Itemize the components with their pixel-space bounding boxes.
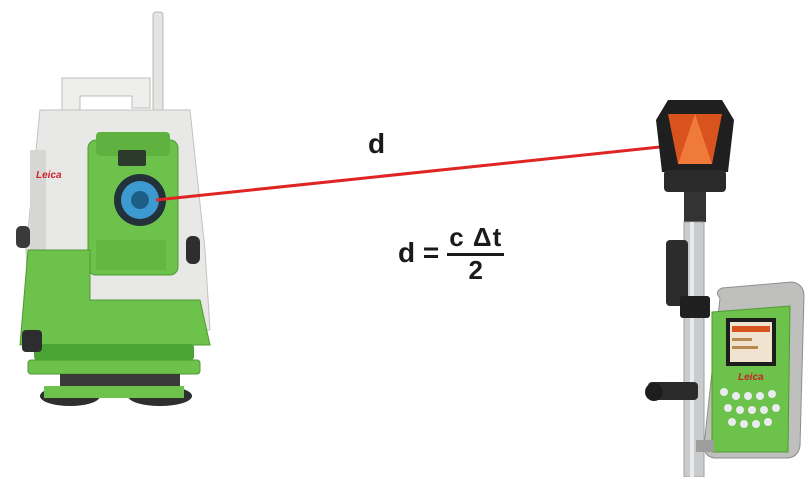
formula-fraction: c Δt 2 — [447, 222, 505, 285]
formula-denominator: 2 — [468, 255, 483, 285]
controller-logo: Leica — [738, 372, 764, 383]
distance-formula: d = c Δt 2 — [398, 222, 505, 285]
total-station-icon: Leica — [16, 11, 211, 406]
formula-lhs: d = — [398, 237, 440, 268]
controller-icon: Leica — [696, 281, 805, 459]
formula-numerator: c Δt — [447, 222, 505, 256]
laser-beam — [155, 142, 689, 202]
distance-label: d — [368, 128, 386, 159]
leica-logo: Leica — [36, 170, 62, 181]
prism-pole-icon — [645, 100, 734, 477]
